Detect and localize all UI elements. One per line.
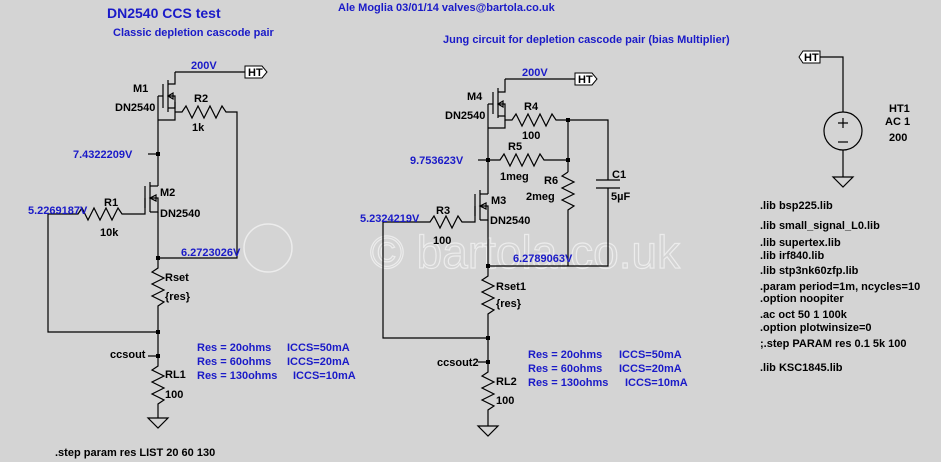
r3-value: 100 <box>433 235 451 247</box>
right-node-voltage-2: 5.2324219V <box>360 213 420 225</box>
left-node-voltage-3: 6.2723026V <box>181 247 241 259</box>
c1-name: C1 <box>612 169 626 181</box>
rl2-value: 100 <box>496 395 514 407</box>
m2-model: DN2540 <box>160 208 200 220</box>
right-ht-label: HT <box>578 74 593 86</box>
rset-value: {res} <box>165 291 191 303</box>
source-ht-label: HT <box>804 52 819 64</box>
directive-lib-irf840: .lib irf840.lib <box>760 250 824 262</box>
left-result-iccs-2: ICCS=20mA <box>287 356 350 368</box>
r2-name: R2 <box>194 93 208 105</box>
m2-name: M2 <box>160 187 175 199</box>
author-line: Ale Moglia 03/01/14 valves@bartola.co.uk <box>338 2 556 14</box>
transistor-m4[interactable] <box>488 79 506 118</box>
r6-value: 2meg <box>526 191 555 203</box>
rset1-name: Rset1 <box>496 281 526 293</box>
left-result-res-1: Res = 20ohms <box>197 342 271 354</box>
transistor-m1[interactable] <box>158 72 176 112</box>
source-ac: AC 1 <box>885 116 910 128</box>
m1-name: M1 <box>133 83 148 95</box>
right-circuit: 200V HT M4 DN2540 R4 100 9.753623V R5 <box>360 67 688 437</box>
r6-name: R6 <box>544 175 558 187</box>
directive-lib-stp3nk60zfp: .lib stp3nk60zfp.lib <box>760 265 859 277</box>
r4-name: R4 <box>524 101 539 113</box>
m1-model: DN2540 <box>115 102 155 114</box>
rl2-name: RL2 <box>496 376 517 388</box>
left-result-iccs-3: ICCS=10mA <box>293 370 356 382</box>
watermark: © bartola.co.uk <box>243 223 682 279</box>
directive-lib-bsp225: .lib bsp225.lib <box>760 200 833 212</box>
right-result-res-3: Res = 130ohms <box>528 377 608 389</box>
right-ht-port[interactable]: HT <box>574 72 598 86</box>
left-supply-voltage: 200V <box>191 60 217 72</box>
right-result-res-2: Res = 60ohms <box>528 363 602 375</box>
m4-name: M4 <box>467 91 483 103</box>
left-ht-port[interactable]: HT <box>244 65 268 79</box>
left-node-voltage-2: 5.2269187V <box>28 205 88 217</box>
left-result-res-2: Res = 60ohms <box>197 356 271 368</box>
left-result-res-3: Res = 130ohms <box>197 370 277 382</box>
r1-value: 10k <box>100 227 119 239</box>
watermark-text: © bartola.co.uk <box>370 226 681 278</box>
r5-value: 1meg <box>500 171 529 183</box>
right-result-iccs-3: ICCS=10mA <box>625 377 688 389</box>
source-value: 200 <box>889 132 907 144</box>
right-subtitle: Jung circuit for depletion cascode pair … <box>443 34 730 46</box>
right-supply-voltage: 200V <box>522 67 548 79</box>
m3-model: DN2540 <box>490 215 530 227</box>
r2-value: 1k <box>192 122 205 134</box>
directive-lib-small-signal: .lib small_signal_L0.lib <box>760 220 880 232</box>
left-ht-label: HT <box>248 67 263 79</box>
directive-param-period: .param period=1m, ncycles=10 <box>760 281 920 293</box>
right-node-voltage-3: 6.2789063V <box>513 253 573 265</box>
right-result-iccs-1: ICCS=50mA <box>619 349 682 361</box>
right-node-voltage-1: 9.753623V <box>410 155 464 167</box>
left-subtitle: Classic depletion cascode pair <box>113 27 275 39</box>
m3-name: M3 <box>491 195 506 207</box>
r1-name: R1 <box>104 197 118 209</box>
right-result-iccs-2: ICCS=20mA <box>619 363 682 375</box>
source-ht-port[interactable]: HT <box>798 50 821 64</box>
directive-option-noopiter: .option noopiter <box>760 293 844 305</box>
directive-ac: .ac oct 50 1 100k <box>760 309 848 321</box>
transistor-m2[interactable] <box>144 182 159 213</box>
directive-lib-ksc1845: .lib KSC1845.lib <box>760 362 843 374</box>
page-title: DN2540 CCS test <box>107 5 221 21</box>
right-result-res-1: Res = 20ohms <box>528 349 602 361</box>
source-name: HT1 <box>889 103 910 115</box>
directive-option-plotwinsize: .option plotwinsize=0 <box>760 322 872 334</box>
left-node-voltage-1: 7.4322209V <box>73 149 133 161</box>
left-output-net: ccsout <box>110 349 146 361</box>
c1-value: 5µF <box>611 191 630 203</box>
directive-lib-supertex: .lib supertex.lib <box>760 237 841 249</box>
transistor-m3[interactable] <box>474 190 489 221</box>
directive-step-commented: ;.step PARAM res 0.1 5k 100 <box>760 338 907 350</box>
left-result-iccs-1: ICCS=50mA <box>287 342 350 354</box>
spice-directives: .lib bsp225.lib .lib small_signal_L0.lib… <box>760 200 920 374</box>
rset-name: Rset <box>165 272 189 284</box>
left-circuit: 200V HT M1 DN2540 R2 1k 7.4322209V <box>28 60 356 459</box>
m4-model: DN2540 <box>445 110 485 122</box>
right-output-net: ccsout2 <box>437 357 479 369</box>
voltage-source-ht1: HT HT1 AC 1 200 <box>798 50 910 188</box>
r5-name: R5 <box>508 141 522 153</box>
r4-value: 100 <box>522 130 540 142</box>
rl1-name: RL1 <box>165 369 186 381</box>
rset1-value: {res} <box>496 298 522 310</box>
source-symbol[interactable] <box>823 111 863 151</box>
r3-name: R3 <box>436 205 450 217</box>
step-directive: .step param res LIST 20 60 130 <box>55 447 215 459</box>
rl1-value: 100 <box>165 389 183 401</box>
